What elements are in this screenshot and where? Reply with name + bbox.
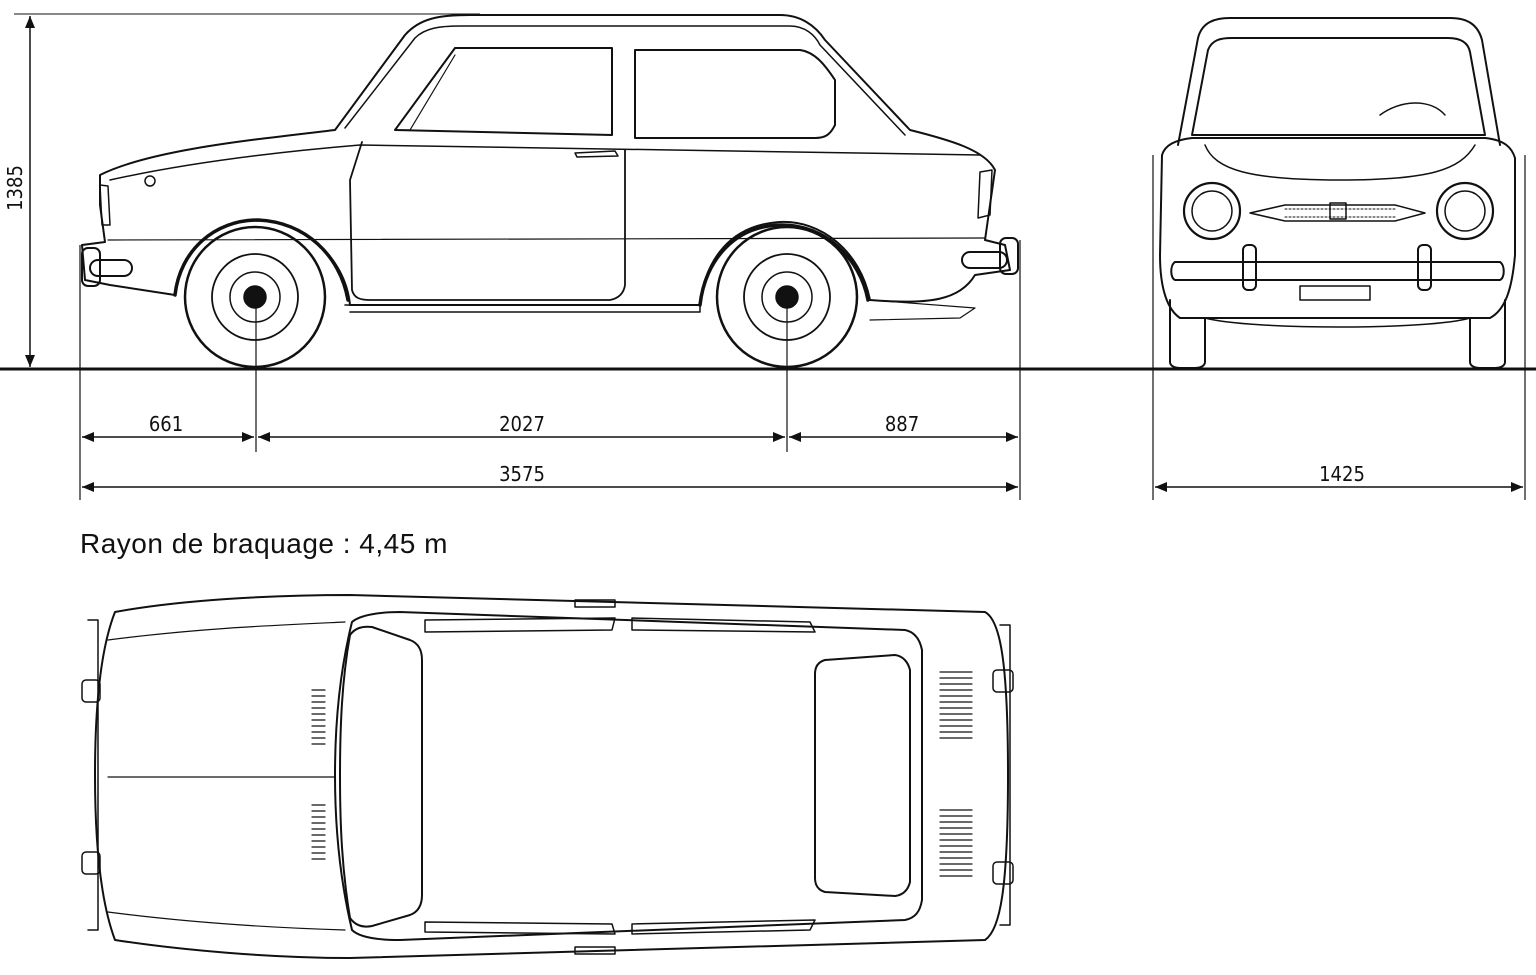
door-handle bbox=[574, 150, 619, 158]
front-bumper bbox=[81, 247, 101, 287]
top-windscreen bbox=[339, 625, 423, 928]
grille-badge bbox=[1249, 204, 1426, 222]
front-tire bbox=[183, 225, 327, 369]
top-body bbox=[94, 594, 1009, 959]
front-view-bumper bbox=[1170, 261, 1505, 281]
top-rear-window bbox=[814, 654, 911, 897]
top-view bbox=[81, 594, 1014, 959]
height-label: 1385 bbox=[3, 165, 27, 211]
overall-width-label: 1425 bbox=[1319, 462, 1365, 486]
rear-overhang-label: 887 bbox=[885, 412, 919, 436]
front-view-right-tire bbox=[1469, 299, 1506, 369]
turning-radius-note: Rayon de braquage : 4,45 m bbox=[80, 528, 448, 559]
wheelbase-label: 2027 bbox=[499, 412, 545, 436]
windscreen bbox=[1191, 37, 1486, 136]
front-view bbox=[1159, 17, 1516, 369]
front-overhang-label: 661 bbox=[149, 412, 183, 436]
roof-top bbox=[334, 611, 923, 941]
dimension-lines bbox=[14, 13, 1526, 500]
front-body bbox=[1159, 137, 1516, 319]
front-side-window bbox=[394, 47, 613, 136]
door-outline bbox=[349, 141, 626, 301]
right-headlight bbox=[1435, 181, 1495, 241]
overall-length-label: 3575 bbox=[499, 462, 545, 486]
rear-side-window bbox=[634, 49, 836, 139]
rear-bumper bbox=[999, 237, 1019, 275]
side-view bbox=[0, 14, 1536, 371]
left-headlight bbox=[1182, 181, 1242, 241]
front-view-left-tire bbox=[1169, 299, 1206, 369]
